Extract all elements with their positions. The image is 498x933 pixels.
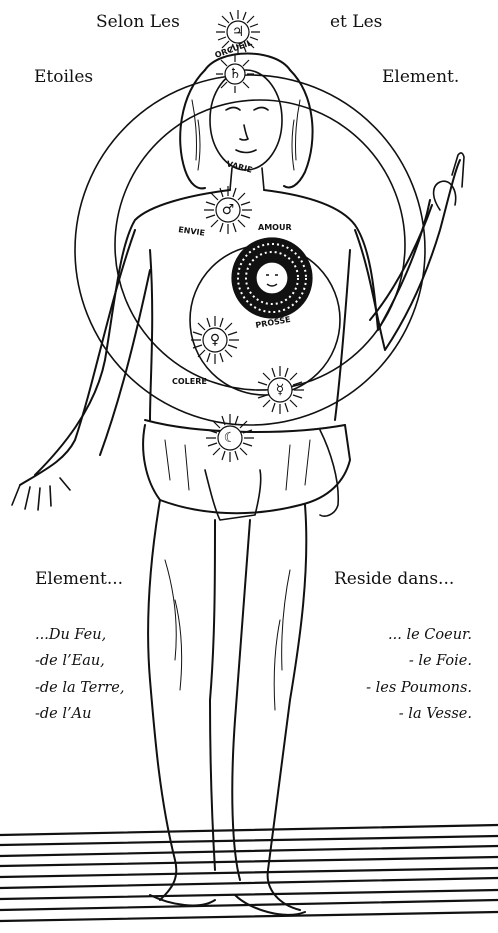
pride-lower-label: PROSSE	[255, 315, 291, 330]
right-column-heading: Reside dans...	[334, 569, 454, 589]
heart-sun-disc	[232, 238, 312, 318]
header-right: Element.	[382, 67, 459, 87]
venus-symbol: ♀	[210, 332, 220, 348]
left-item-1: ...Du Feu,	[35, 622, 106, 649]
mars-symbol: ♂	[222, 202, 235, 218]
mercury-symbol: ☿	[276, 382, 285, 398]
envy-label: ENVIE	[178, 225, 206, 238]
header-top-right: et Les	[330, 12, 382, 32]
right-item-4: - la Vesse.	[399, 701, 472, 728]
left-item-4: -de l’Au	[35, 701, 91, 728]
left-item-2: -de l’Eau,	[35, 648, 105, 675]
love-label: AMOUR	[258, 223, 292, 232]
header-top-left: Selon Les	[96, 12, 180, 32]
right-item-3: - les Poumons.	[366, 675, 472, 702]
greed-label: VARIE	[225, 159, 253, 175]
right-item-1: ... le Coeur.	[388, 622, 472, 649]
moon-symbol: ☾	[224, 430, 237, 446]
jupiter-symbol: ♃	[232, 24, 245, 40]
left-column-heading: Element...	[35, 569, 123, 589]
saturn-symbol: ♄	[229, 66, 242, 82]
left-item-3: -de la Terre,	[35, 675, 124, 702]
right-item-2: - le Foie.	[409, 648, 472, 675]
header-left: Etoiles	[34, 67, 93, 87]
anger-label: COLERE	[172, 377, 207, 386]
